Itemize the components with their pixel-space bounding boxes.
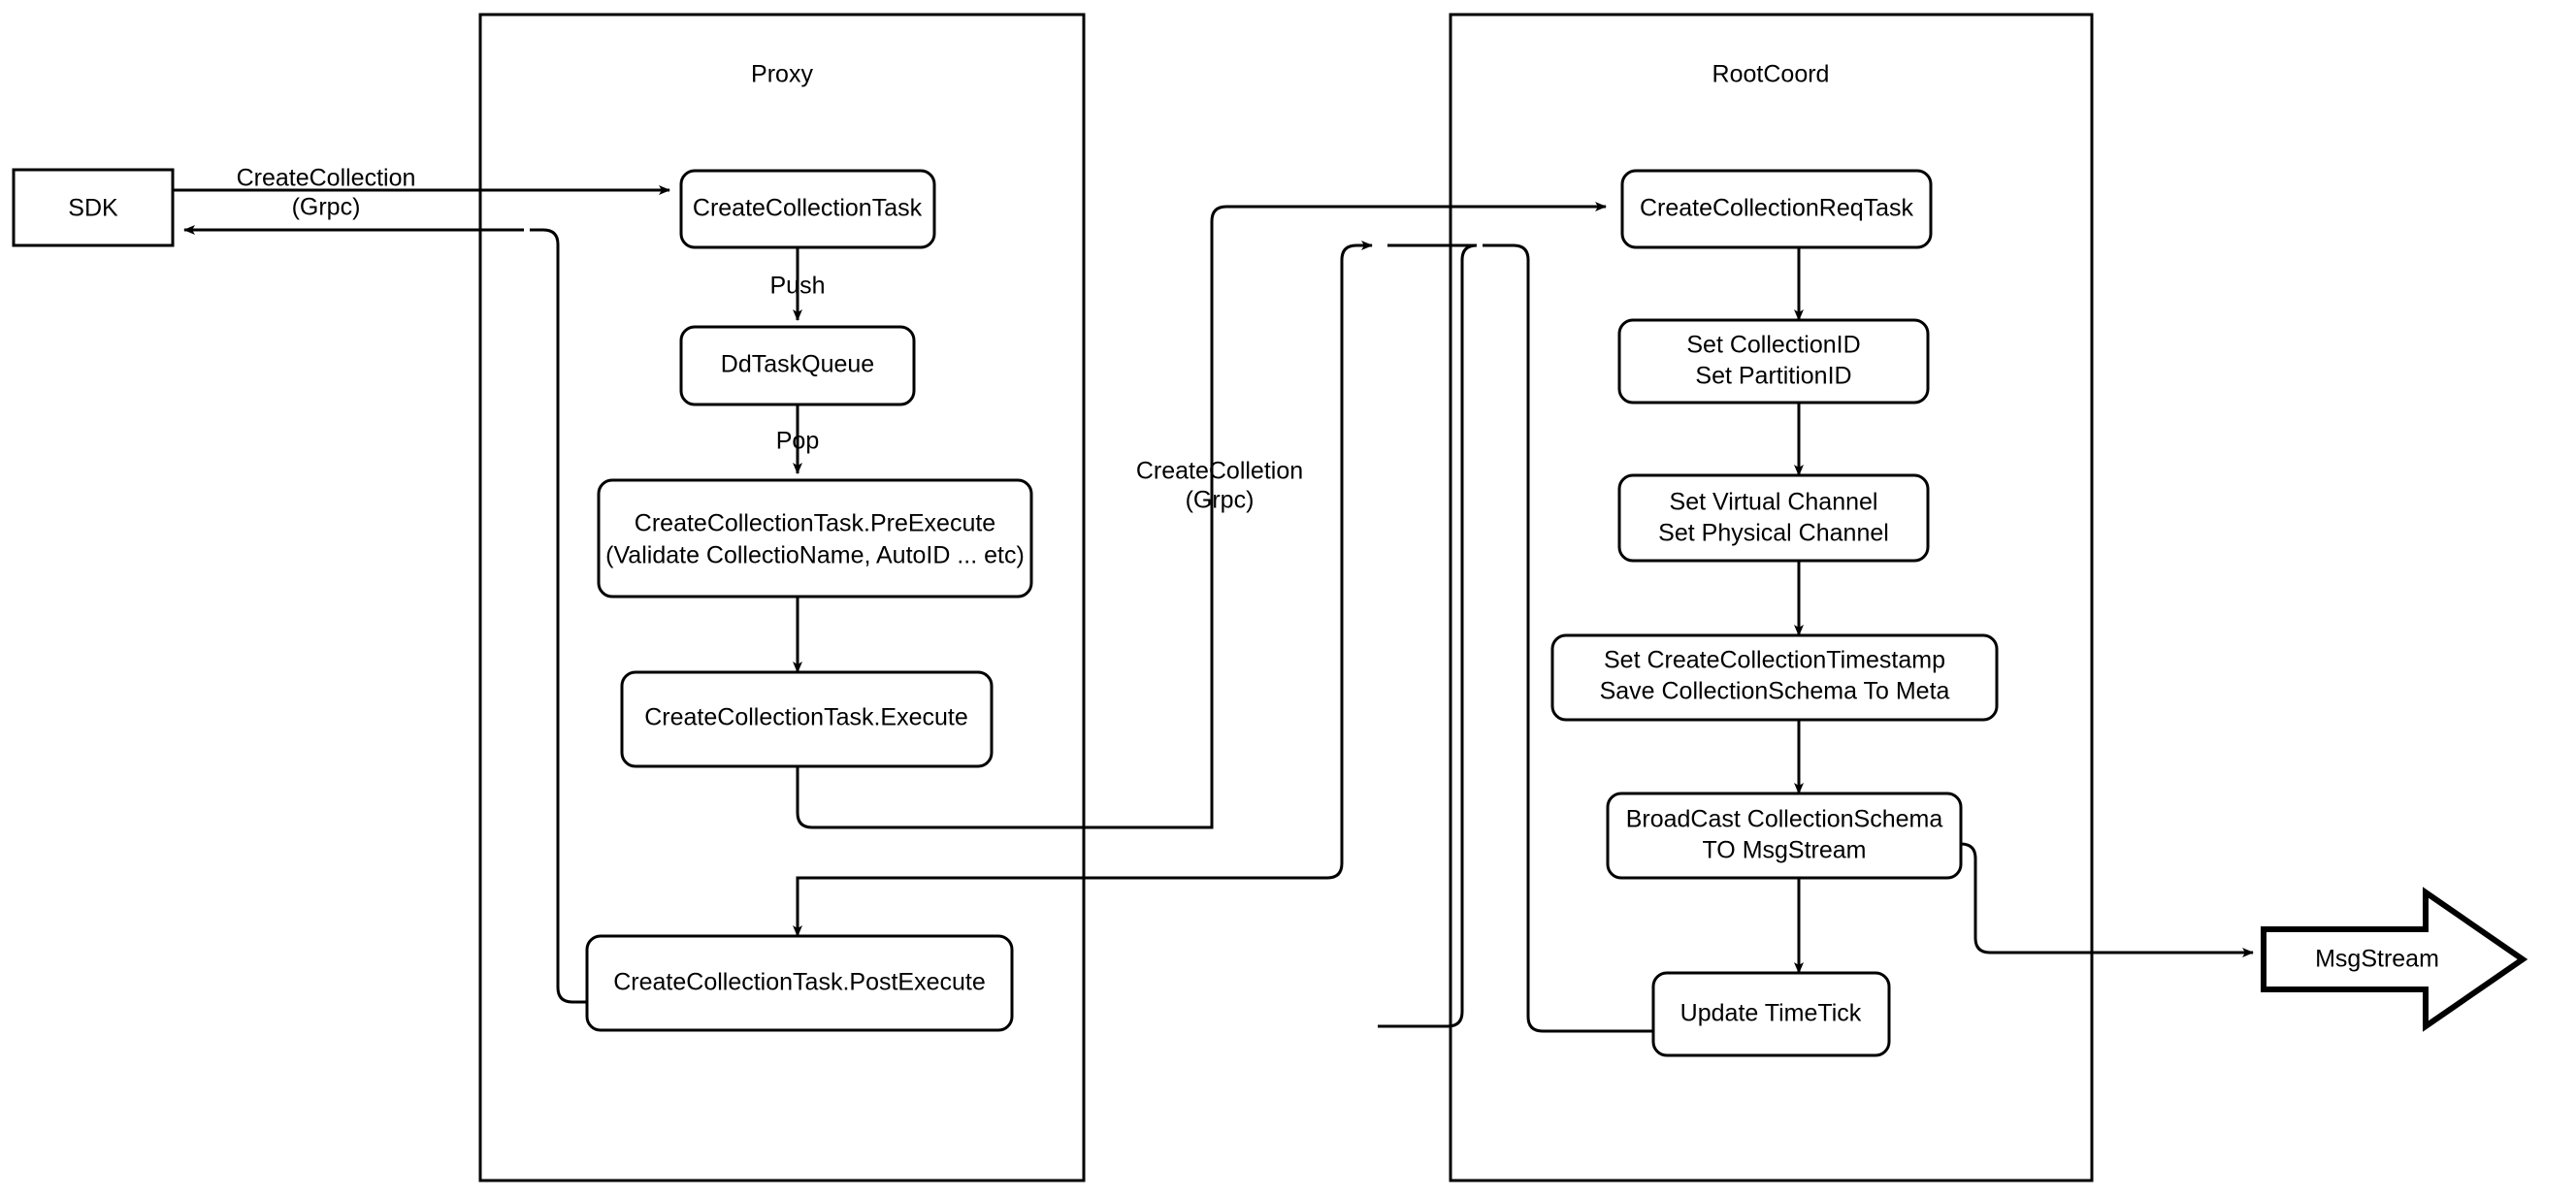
- edge-postexecute-to-sdk: [530, 228, 587, 1004]
- pop-label: Pop: [776, 428, 819, 455]
- node-set-ids[interactable]: Set CollectionID Set PartitionID: [1617, 318, 1930, 404]
- create-collection-task-label: CreateCollectionTask: [693, 195, 923, 222]
- broadcast-box[interactable]: [1606, 792, 1963, 880]
- edge-label-push: Push: [770, 273, 826, 300]
- node-create-collection-req-task[interactable]: CreateCollectionReqTask: [1620, 169, 1933, 249]
- sdk-label: SDK: [68, 195, 118, 222]
- pre-execute-box[interactable]: [597, 478, 1033, 598]
- node-pre-execute[interactable]: CreateCollectionTask.PreExecute (Validat…: [597, 478, 1033, 598]
- node-msgstream[interactable]: MsgStream: [2261, 887, 2528, 1032]
- container-rootcoord: RootCoord: [1449, 13, 2094, 1182]
- node-create-collection-task[interactable]: CreateCollectionTask: [679, 169, 936, 249]
- set-timestamp-box[interactable]: [1550, 633, 1999, 722]
- push-label: Push: [770, 273, 826, 300]
- set-timestamp-label-line1: Set CreateCollectionTimestamp: [1604, 647, 1945, 674]
- execute-box[interactable]: [620, 670, 994, 768]
- set-ids-box[interactable]: [1617, 318, 1930, 404]
- proxy-container-title: Proxy: [751, 61, 813, 88]
- edge-updatetimetick-return: [1483, 243, 1664, 1033]
- node-set-channels[interactable]: Set Virtual Channel Set Physical Channel: [1617, 473, 1930, 563]
- pre-execute-label-line2: (Validate CollectioName, AutoID ... etc): [605, 542, 1025, 569]
- execute-label: CreateCollectionTask.Execute: [644, 704, 968, 731]
- edge-label-proxy-to-rootcoord: CreateColletion (Grpc): [1136, 458, 1303, 514]
- edge-label-sdk-to-proxy: CreateCollection (Grpc): [237, 165, 416, 221]
- msgstream-label: MsgStream: [2315, 946, 2439, 973]
- create-collection-req-task-label: CreateCollectionReqTask: [1640, 195, 1914, 222]
- post-execute-label: CreateCollectionTask.PostExecute: [613, 969, 986, 996]
- edge-rootcoord-return-stub: [1378, 243, 1478, 1028]
- edge-rootcoord-to-postexecute: [793, 243, 1357, 937]
- node-update-timetick[interactable]: Update TimeTick: [1651, 971, 1891, 1057]
- pre-execute-label-line1: CreateCollectionTask.PreExecute: [635, 510, 995, 537]
- edge-label-pop: Pop: [776, 428, 819, 455]
- create-collection-task-box[interactable]: [679, 169, 936, 249]
- node-sdk[interactable]: SDK: [12, 168, 175, 247]
- set-channels-label-line1: Set Virtual Channel: [1670, 489, 1878, 516]
- set-channels-label-line2: Set Physical Channel: [1658, 520, 1889, 547]
- post-execute-box[interactable]: [585, 934, 1014, 1032]
- edge-execute-to-rootcoord: [796, 202, 1607, 829]
- update-timetick-box[interactable]: [1651, 971, 1891, 1057]
- set-channels-box[interactable]: [1617, 473, 1930, 563]
- msgstream-arrow-shape[interactable]: [2261, 887, 2528, 1032]
- sdk-to-proxy-label-line2: (Grpc): [292, 194, 361, 221]
- set-ids-label-line1: Set CollectionID: [1686, 332, 1860, 359]
- rootcoord-container-title: RootCoord: [1712, 61, 1830, 88]
- broadcast-label-line2: TO MsgStream: [1702, 837, 1866, 864]
- update-timetick-label: Update TimeTick: [1680, 1000, 1862, 1027]
- sdk-box[interactable]: [12, 168, 175, 247]
- dd-task-queue-label: DdTaskQueue: [721, 351, 874, 378]
- node-execute[interactable]: CreateCollectionTask.Execute: [620, 670, 994, 768]
- node-broadcast[interactable]: BroadCast CollectionSchema TO MsgStream: [1606, 792, 1963, 880]
- proxy-container-rect: [478, 13, 1086, 1182]
- edge-broadcast-to-msgstream: [1960, 842, 2254, 957]
- container-proxy: Proxy: [478, 13, 1086, 1182]
- create-collection-req-task-box[interactable]: [1620, 169, 1933, 249]
- proxy-to-rootcoord-label-line2: (Grpc): [1186, 487, 1255, 514]
- set-ids-label-line2: Set PartitionID: [1695, 363, 1851, 390]
- node-dd-task-queue[interactable]: DdTaskQueue: [679, 325, 916, 406]
- dd-task-queue-box[interactable]: [679, 325, 916, 406]
- node-set-timestamp[interactable]: Set CreateCollectionTimestamp Save Colle…: [1550, 633, 1999, 722]
- rootcoord-container-rect: [1449, 13, 2094, 1182]
- sdk-to-proxy-label-line1: CreateCollection: [237, 165, 416, 192]
- broadcast-label-line1: BroadCast CollectionSchema: [1626, 806, 1943, 833]
- set-timestamp-label-line2: Save CollectionSchema To Meta: [1600, 678, 1950, 705]
- proxy-to-rootcoord-label-line1: CreateColletion: [1136, 458, 1303, 485]
- node-post-execute[interactable]: CreateCollectionTask.PostExecute: [585, 934, 1014, 1032]
